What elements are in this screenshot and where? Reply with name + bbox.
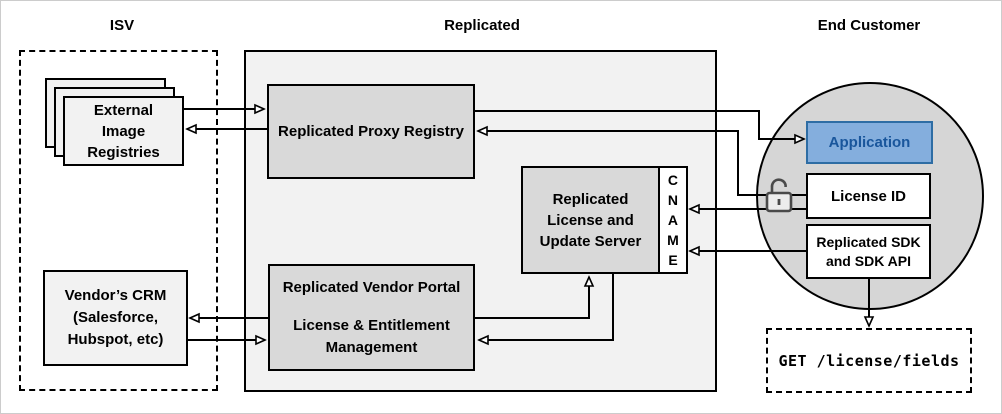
external-image-registries-label: External Image Registries: [87, 101, 160, 161]
cname-strip: C N A M E: [658, 166, 688, 274]
license-id-label: License ID: [830, 187, 907, 205]
get-license-fields-box: GET /license/fields: [766, 328, 972, 393]
replicated-sdk-label: Replicated SDK and SDK API: [816, 233, 921, 269]
replicated-sdk-node: Replicated SDK and SDK API: [806, 224, 931, 279]
get-request-label: GET /license/fields: [778, 351, 960, 370]
replicated-section-label: Replicated: [444, 17, 520, 34]
edge-proxy-to-application: [475, 110, 804, 139]
cname-label: C N A M E: [667, 172, 679, 268]
license-id-node: License ID: [806, 173, 931, 219]
end-customer-section-label: End Customer: [817, 17, 921, 34]
vendors-crm-label: Vendor’s CRM (Salesforce, Hubspot, etc): [64, 287, 167, 348]
license-update-server-node: Replicated License and Update Server: [521, 166, 660, 274]
external-image-registries-node: External Image Registries: [63, 96, 184, 166]
edge-portal-to-licenseserver: [475, 277, 589, 319]
application-label: Application: [828, 134, 911, 151]
replicated-vendor-portal-node: Replicated Vendor Portal License & Entit…: [268, 264, 475, 371]
vendor-portal-subtitle: License & Entitlement Management: [293, 316, 450, 356]
application-node: Application: [806, 121, 933, 164]
license-update-server-label: Replicated License and Update Server: [539, 190, 642, 250]
replicated-proxy-registry-label: Replicated Proxy Registry: [278, 123, 464, 140]
unlocked-padlock-icon: [765, 178, 793, 213]
vendor-portal-title: Replicated Vendor Portal: [282, 278, 461, 296]
edge-licenseid-to-proxy: [478, 131, 767, 196]
replicated-proxy-registry-node: Replicated Proxy Registry: [267, 84, 475, 179]
isv-region-boundary: [19, 50, 218, 391]
vendors-crm-node: Vendor’s CRM (Salesforce, Hubspot, etc): [43, 270, 188, 366]
isv-section-label: ISV: [109, 17, 135, 34]
edge-licenseserver-to-portal: [479, 274, 614, 340]
